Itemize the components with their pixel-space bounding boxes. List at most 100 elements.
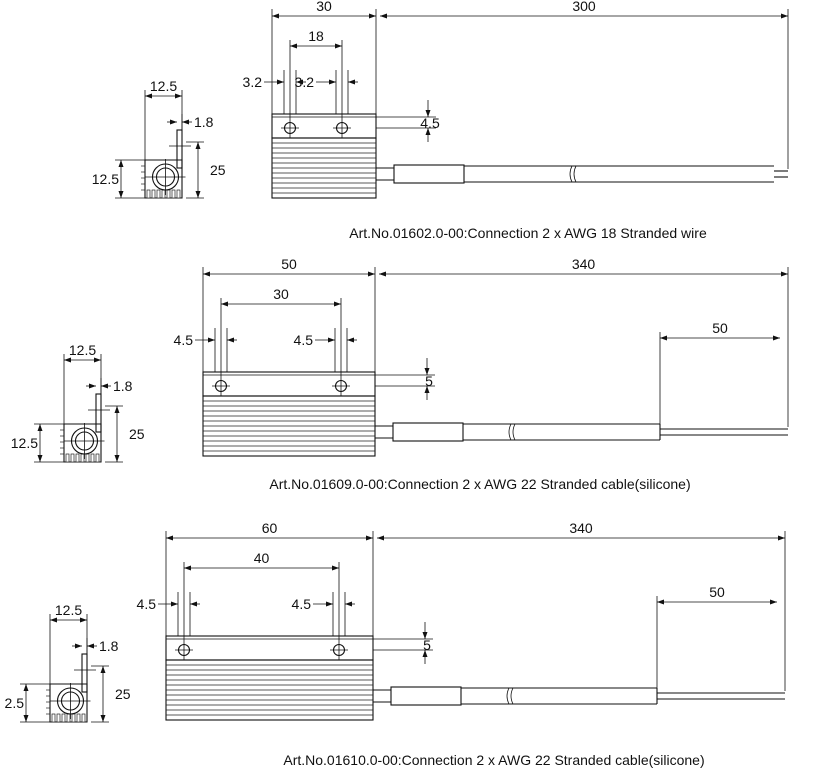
arrowhead <box>75 643 82 649</box>
arrowhead <box>23 684 29 691</box>
arrowhead <box>781 271 788 277</box>
article-caption: Art.No.01602.0-00:Connection 2 x AWG 18 … <box>349 225 707 241</box>
shrink-sleeve <box>392 422 464 442</box>
arrowhead <box>221 301 228 307</box>
side-body-label: 12.5 <box>92 171 119 187</box>
arrowhead <box>195 191 201 198</box>
side-height-label: 25 <box>210 162 226 178</box>
cooling-fin <box>75 453 80 463</box>
cable-length-label: 340 <box>572 256 596 272</box>
arrowhead <box>190 601 197 607</box>
edge-left-label: 3.2 <box>243 74 263 90</box>
arrowhead <box>145 93 152 99</box>
cooling-fin <box>81 713 86 723</box>
cooling-fin <box>85 453 90 463</box>
mounting-flange <box>202 371 376 397</box>
cooling-fin <box>66 713 71 723</box>
arrowhead <box>422 650 428 657</box>
edge-right-label: 3.2 <box>295 74 315 90</box>
arrowhead <box>657 599 664 605</box>
arrowhead <box>326 601 333 607</box>
strip-length-label: 50 <box>712 320 728 336</box>
arrowhead <box>369 13 376 19</box>
cooling-fin <box>70 453 75 463</box>
article-caption: Art.No.01610.0-00:Connection 2 x AWG 22 … <box>283 752 704 768</box>
arrowhead <box>89 383 96 389</box>
arrowhead <box>80 617 87 623</box>
arrowhead <box>422 632 428 639</box>
cooling-fin <box>61 713 66 723</box>
arrowhead <box>424 368 430 375</box>
cooling-fin <box>161 189 166 199</box>
arrowhead <box>778 535 785 541</box>
arrowhead <box>118 160 124 167</box>
hole-spacing-label: 30 <box>273 286 289 302</box>
resistor-body-end <box>49 683 88 723</box>
arrowhead <box>184 565 191 571</box>
shrink-sleeve <box>393 164 465 184</box>
arrowhead <box>366 535 373 541</box>
break-mark <box>506 687 514 705</box>
cooling-fin <box>56 713 61 723</box>
arrowhead <box>334 301 341 307</box>
mounting-tab <box>81 653 88 693</box>
arrowhead <box>87 643 94 649</box>
cooling-fin <box>65 453 70 463</box>
arrowhead <box>23 715 29 722</box>
hole-depth-label: 5 <box>425 373 433 389</box>
hole-depth-label: 5 <box>423 637 431 653</box>
hole-spacing-label: 40 <box>254 550 270 566</box>
side-body-label: 12.5 <box>11 435 38 451</box>
cooling-fin <box>166 189 171 199</box>
arrowhead <box>328 337 335 343</box>
arrowhead <box>64 357 71 363</box>
break-mark <box>508 423 516 441</box>
arrowhead <box>203 271 210 277</box>
arrowhead <box>377 535 384 541</box>
cooling-fin <box>176 189 181 199</box>
arrowhead <box>100 715 106 722</box>
side-tab-label: 1.8 <box>99 638 119 654</box>
arrowhead <box>272 13 279 19</box>
arrowhead <box>37 455 43 462</box>
cooling-fin <box>76 713 81 723</box>
arrowhead <box>94 357 101 363</box>
cooling-fin <box>156 189 161 199</box>
break-mark <box>569 165 577 183</box>
cooling-fin <box>51 713 56 723</box>
arrowhead <box>114 455 120 462</box>
mounting-tab <box>95 393 102 433</box>
arrowhead <box>100 666 106 673</box>
side-tab-label: 1.8 <box>194 114 214 130</box>
side-height-label: 25 <box>129 426 145 442</box>
cooling-fin <box>80 453 85 463</box>
arrowhead <box>290 43 297 49</box>
arrowhead <box>348 79 355 85</box>
cooling-fin <box>171 189 176 199</box>
body-length-label: 30 <box>316 0 332 14</box>
cable-length-label: 340 <box>569 520 593 536</box>
edge-right-label: 4.5 <box>292 596 312 612</box>
edge-right-label: 4.5 <box>294 332 314 348</box>
strip-length-label: 50 <box>709 584 725 600</box>
arrowhead <box>424 386 430 393</box>
arrowhead <box>329 79 336 85</box>
body-length-label: 60 <box>262 520 278 536</box>
arrowhead <box>182 119 189 125</box>
side-width-label: 12.5 <box>69 342 96 358</box>
arrowhead <box>208 337 215 343</box>
resistor-body-end <box>144 159 183 199</box>
arrowhead <box>773 335 780 341</box>
resistor-body-end <box>63 423 102 463</box>
arrowhead <box>781 13 788 19</box>
arrowhead <box>170 119 177 125</box>
arrowhead <box>195 142 201 149</box>
arrowhead <box>227 337 234 343</box>
mounting-flange <box>271 113 377 139</box>
mounting-tab <box>176 129 183 169</box>
